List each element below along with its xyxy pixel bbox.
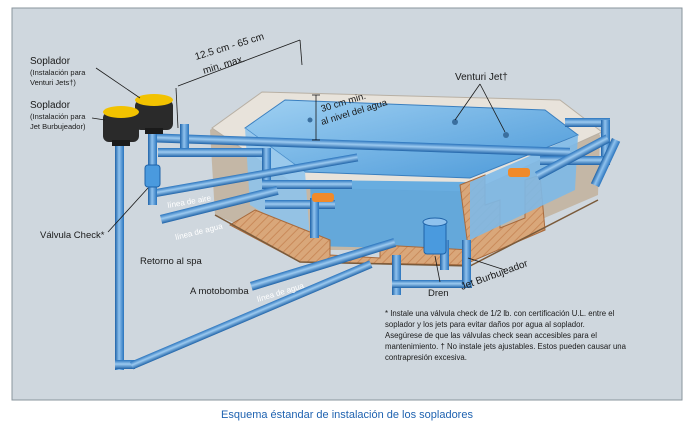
pipe-network [115, 118, 621, 370]
label-return-spa: Retorno al spa [140, 256, 203, 267]
note-line-1: * Instale una válvula check de 1/2 lb. c… [385, 309, 615, 318]
dimension-lines [175, 39, 320, 141]
label-blower-bubble-2: (Instalación para [30, 112, 86, 121]
label-to-pump: A motobomba [190, 286, 249, 297]
label-blower-venturi-2: (Instalación para [30, 68, 86, 77]
label-blower-bubble-1: Soplador [30, 100, 71, 111]
note-line-3: Asegúrese de que las válvulas check sean… [385, 331, 597, 340]
leader-lines [91, 67, 506, 283]
label-venturi-jet: Venturi Jet† [455, 72, 508, 83]
figure-caption: Esquema éstandar de instalación de los s… [221, 409, 473, 421]
installation-note: * Instale una válvula check de 1/2 lb. c… [385, 309, 627, 362]
blower-venturi [135, 94, 173, 134]
note-line-5: contrapresión excesiva. [385, 353, 467, 362]
label-check-valve: Válvula Check* [40, 230, 105, 241]
note-line-4: mantenimiento. † No instale jets ajustab… [385, 342, 627, 351]
label-blower-venturi-1: Soplador [30, 56, 71, 67]
label-drain: Dren [428, 288, 449, 299]
label-blower-venturi-3: Venturi Jets†) [30, 78, 76, 87]
blower-bubble [103, 106, 139, 146]
note-line-2: soplador y los jets para evitar daños po… [385, 320, 585, 329]
label-blower-bubble-3: Jet Burbujeador) [30, 122, 86, 131]
